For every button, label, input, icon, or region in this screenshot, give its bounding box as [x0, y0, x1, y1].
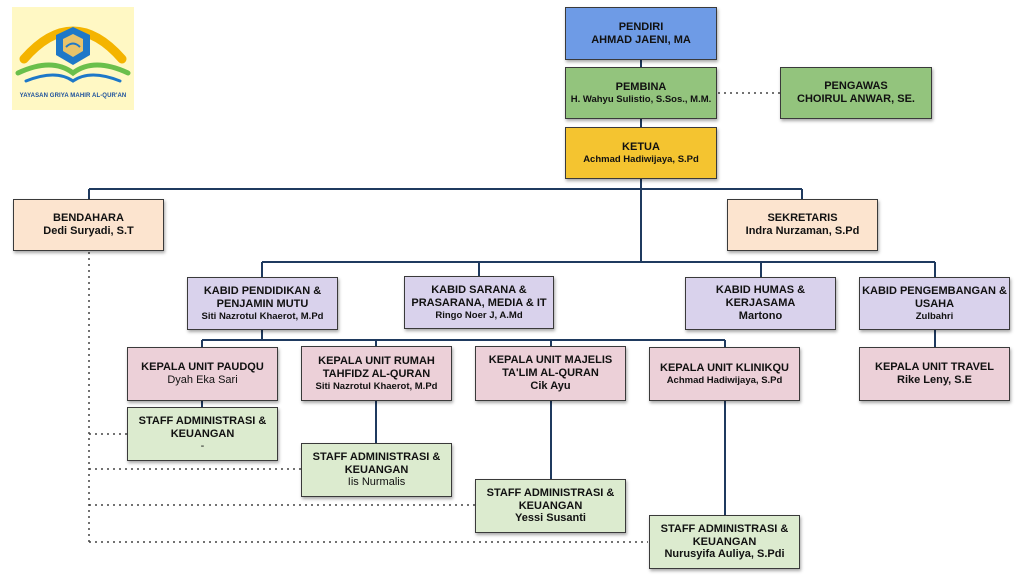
node-bendahara: BENDAHARA Dedi Suryadi, S.T: [13, 199, 164, 251]
node-name: Indra Nurzaman, S.Pd: [745, 225, 860, 237]
logo-emblem-icon: [15, 26, 131, 83]
node-name: Rike Leny, S.E: [897, 374, 972, 386]
node-name: Yessi Susanti: [515, 512, 586, 525]
node-title: KABID PENDIDIKAN & PENJAMIN MUTU: [203, 284, 322, 310]
node-title: KEPALA UNIT PAUDQU: [141, 361, 264, 374]
node-name: AHMAD JAENI, MA: [591, 33, 691, 46]
node-name: Zulbahri: [915, 310, 954, 322]
node-name: Cik Ayu: [530, 379, 571, 392]
node-staff-klinikqu: STAFF ADMINISTRASI & KEUANGAN Nurusyifa …: [649, 515, 800, 569]
node-title: STAFF ADMINISTRASI & KEUANGAN: [660, 522, 789, 548]
node-unit-paudqu: KEPALA UNIT PAUDQU Dyah Eka Sari: [127, 347, 278, 401]
node-sekretaris: SEKRETARIS Indra Nurzaman, S.Pd: [727, 199, 878, 251]
node-name: -: [200, 440, 205, 453]
node-title: SEKRETARIS: [767, 212, 838, 225]
node-name: Achmad Hadiwijaya, S.Pd: [583, 153, 699, 165]
node-title: PENGAWAS: [824, 80, 888, 93]
node-name: Iis Nurmalis: [347, 476, 406, 489]
node-unit-majelis: KEPALA UNIT MAJELIS TA'LIM AL-QURAN Cik …: [475, 346, 626, 401]
node-title: KABID PENGEMBANGAN & USAHA: [862, 284, 1007, 310]
node-ketua: KETUA Achmad Hadiwijaya, S.Pd: [565, 127, 717, 179]
node-title: STAFF ADMINISTRASI & KEUANGAN: [486, 486, 615, 512]
node-title: STAFF ADMINISTRASI & KEUANGAN: [312, 450, 441, 476]
node-title: KEPALA UNIT KLINIKQU: [660, 361, 789, 374]
node-name: Ringo Noer J, A.Md: [435, 309, 523, 321]
node-name: Siti Nazrotul Khaerot, M.Pd: [315, 380, 438, 392]
node-pengawas: PENGAWAS CHOIRUL ANWAR, SE.: [780, 67, 932, 119]
node-staff-paudqu: STAFF ADMINISTRASI & KEUANGAN -: [127, 407, 278, 461]
node-pendiri: PENDIRI AHMAD JAENI, MA: [565, 7, 717, 60]
node-title: PENDIRI: [618, 20, 664, 33]
logo-text: YAYASAN GRIYA MAHIR AL-QUR'AN: [19, 93, 127, 99]
node-title: KABID HUMAS & KERJASAMA: [715, 284, 806, 310]
node-title: STAFF ADMINISTRASI & KEUANGAN: [138, 414, 267, 440]
node-name: Dedi Suryadi, S.T: [43, 225, 134, 237]
node-unit-travel: KEPALA UNIT TRAVEL Rike Leny, S.E: [859, 347, 1010, 401]
node-kabid-sarana: KABID SARANA & PRASARANA, MEDIA & IT Rin…: [404, 276, 554, 329]
node-name: Martono: [738, 309, 783, 322]
node-name: Dyah Eka Sari: [167, 374, 238, 386]
node-title: KEPALA UNIT RUMAH TAHFIDZ AL-QURAN: [318, 354, 435, 380]
node-title: KEPALA UNIT TRAVEL: [875, 361, 994, 374]
node-title: KETUA: [622, 140, 660, 153]
node-name: Nurusyifa Auliya, S.Pdi: [664, 548, 785, 561]
node-staff-majelis: STAFF ADMINISTRASI & KEUANGAN Yessi Susa…: [475, 479, 626, 533]
node-kabid-pendidikan: KABID PENDIDIKAN & PENJAMIN MUTU Siti Na…: [187, 277, 338, 330]
node-title: KABID SARANA & PRASARANA, MEDIA & IT: [411, 283, 547, 309]
node-unit-rumah-tahfidz: KEPALA UNIT RUMAH TAHFIDZ AL-QURAN Siti …: [301, 346, 452, 401]
node-kabid-pengembangan: KABID PENGEMBANGAN & USAHA Zulbahri: [859, 277, 1010, 330]
node-pembina: PEMBINA H. Wahyu Sulistio, S.Sos., M.M.: [565, 67, 717, 119]
node-kabid-humas: KABID HUMAS & KERJASAMA Martono: [685, 277, 836, 330]
node-title: KEPALA UNIT MAJELIS TA'LIM AL-QURAN: [488, 354, 613, 380]
node-name: CHOIRUL ANWAR, SE.: [797, 93, 915, 105]
organization-logo: YAYASAN GRIYA MAHIR AL-QUR'AN: [12, 7, 134, 110]
node-unit-klinikqu: KEPALA UNIT KLINIKQU Achmad Hadiwijaya, …: [649, 347, 800, 401]
node-name: Achmad Hadiwijaya, S.Pd: [666, 374, 783, 386]
node-title: BENDAHARA: [53, 212, 124, 225]
node-title: PEMBINA: [615, 80, 667, 93]
node-name: Siti Nazrotul Khaerot, M.Pd: [201, 310, 324, 322]
node-staff-rumah-tahfidz: STAFF ADMINISTRASI & KEUANGAN Iis Nurmal…: [301, 443, 452, 497]
node-name: H. Wahyu Sulistio, S.Sos., M.M.: [570, 93, 712, 105]
